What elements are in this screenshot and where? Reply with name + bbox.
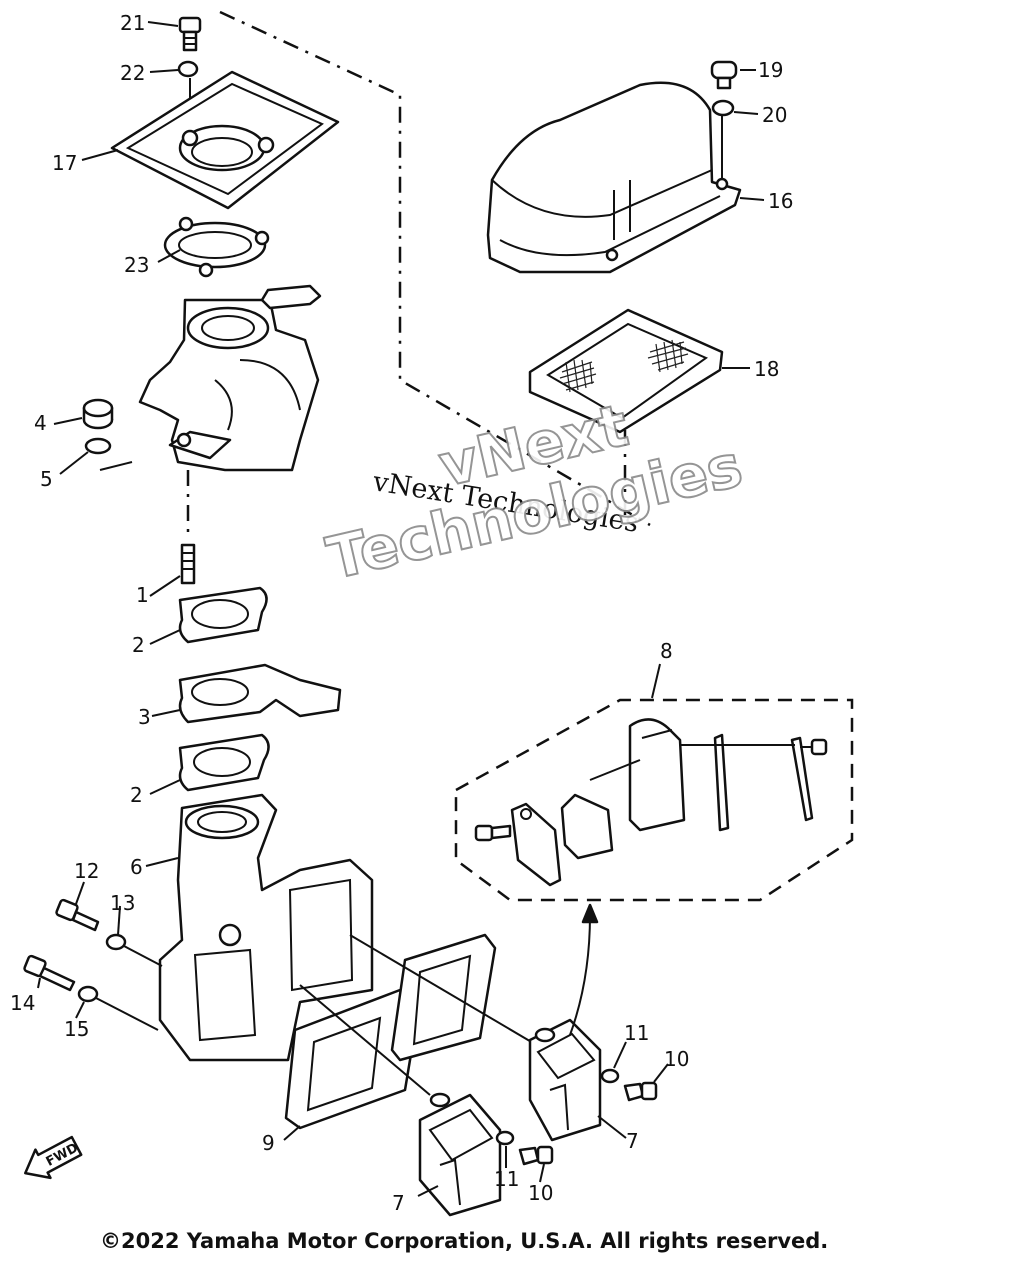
callout-23: 23: [124, 253, 149, 277]
part-23-gasket: [163, 216, 270, 278]
callout-2-upper: 2: [132, 633, 145, 657]
part-16-box-cover: [486, 81, 742, 274]
leader-lines: [37, 21, 765, 1197]
callout-10-lower: 10: [528, 1181, 553, 1205]
part-3-bracket: [178, 663, 342, 724]
routing-line: [219, 10, 651, 527]
callout-13: 13: [110, 891, 135, 915]
callout-21: 21: [120, 11, 145, 35]
part-13-washer: [105, 933, 127, 951]
callout-6: 6: [130, 855, 143, 879]
part-14-bolt: [23, 954, 76, 992]
callout-10-upper: 10: [664, 1047, 689, 1071]
part-8-exploded-parts: [474, 718, 828, 887]
part-15-washer: [77, 985, 99, 1003]
part-11-lower-washer: [495, 1130, 515, 1146]
part-7-upper-reed-valve: [528, 1018, 602, 1142]
callout-labels: 21 22 17 23 19 20 16 18 4 5 1 2 3 2 6 8 …: [10, 11, 793, 1215]
callout-14: 14: [10, 991, 35, 1015]
part-19-bolt: [710, 60, 738, 90]
part-1-stud: [180, 543, 196, 585]
callout-3: 3: [138, 705, 151, 729]
callout-4: 4: [34, 411, 47, 435]
part-11-upper-washer: [600, 1068, 620, 1084]
carburetor-body: [138, 284, 322, 472]
callout-20: 20: [762, 103, 787, 127]
part-8-exploded-box: [454, 698, 854, 902]
fwd-arrow: FWD: [24, 1135, 83, 1180]
part-22-washer: [177, 60, 199, 78]
callout-1: 1: [136, 583, 149, 607]
callout-9: 9: [262, 1131, 275, 1155]
callout-19: 19: [758, 58, 783, 82]
callout-12: 12: [74, 859, 99, 883]
part-10-lower-screw: [518, 1145, 554, 1166]
callout-18: 18: [754, 357, 779, 381]
callout-11-lower: 11: [494, 1167, 519, 1191]
part-2-lower-gasket: [178, 733, 270, 792]
callout-17: 17: [52, 151, 77, 175]
copyright-text: ©2022 Yamaha Motor Corporation, U.S.A. A…: [100, 1229, 828, 1253]
callout-8: 8: [660, 639, 673, 663]
part-7-lower-reed-valve: [418, 1092, 502, 1217]
part-21-bolt: [178, 16, 202, 52]
callout-16: 16: [768, 189, 793, 213]
callout-7-upper: 7: [626, 1129, 639, 1153]
part-9-gasket: [284, 933, 497, 1130]
part-12-bolt: [55, 898, 100, 932]
part-18-filter-element: [528, 308, 724, 434]
part-6-intake-manifold: [158, 793, 374, 1062]
callout-22: 22: [120, 61, 145, 85]
part-17-cover-plate: [110, 70, 340, 210]
callout-2-lower: 2: [130, 783, 143, 807]
part-2-upper-gasket: [178, 586, 268, 644]
part-4-nut: [82, 398, 114, 430]
callout-11-upper: 11: [624, 1021, 649, 1045]
callout-7-lower: 7: [392, 1191, 405, 1215]
callout-5: 5: [40, 467, 53, 491]
callout-15: 15: [64, 1017, 89, 1041]
exploded-view-arrow: [569, 914, 591, 1036]
part-10-upper-screw: [623, 1081, 658, 1102]
part-5-washer: [84, 437, 112, 455]
part-20-washer: [711, 99, 735, 117]
